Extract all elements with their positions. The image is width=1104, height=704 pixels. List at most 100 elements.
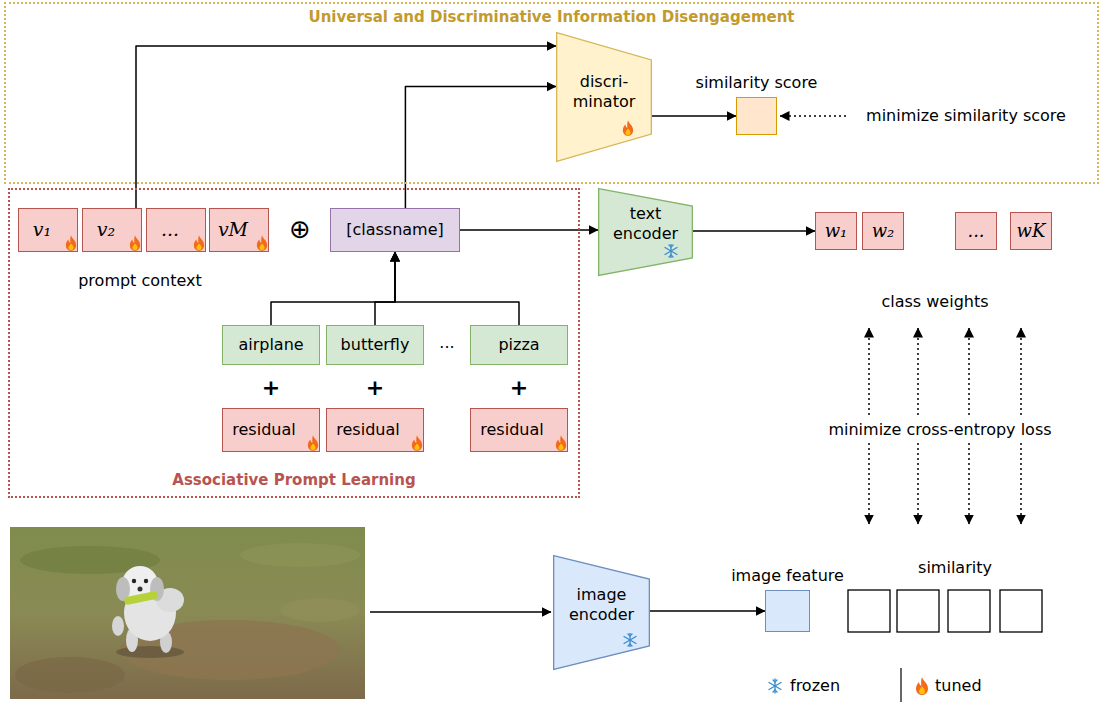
flame-outer xyxy=(623,120,633,135)
connector-arrow xyxy=(460,229,598,231)
trapezoid-shape xyxy=(599,189,693,276)
node-label: ... xyxy=(161,218,179,242)
legend-text: frozen xyxy=(790,676,840,695)
flame-inner xyxy=(132,243,137,250)
snow-arm xyxy=(624,637,636,644)
group-caption: class weights xyxy=(881,292,988,311)
connector-arrow xyxy=(271,252,395,325)
snowflake-strokes xyxy=(624,633,636,647)
frozen-snowflake-icon xyxy=(623,633,637,647)
discriminator-trapezoid: discri- minator xyxy=(556,32,652,162)
snow-tip xyxy=(669,245,673,247)
score-box: similarity score xyxy=(736,97,777,135)
leader-arrow xyxy=(780,115,846,117)
class-name-box: airplane xyxy=(222,325,320,365)
box-heading: image feature xyxy=(731,566,844,586)
concat-symbol: ⊕ xyxy=(289,214,311,245)
node-label: airplane xyxy=(238,335,303,355)
snow-arm xyxy=(624,637,636,644)
flame-outer xyxy=(412,435,422,450)
frozen-snowflake-icon xyxy=(664,244,678,258)
input-arrow xyxy=(370,611,551,613)
flame-inner xyxy=(625,128,630,135)
node-label: residual xyxy=(336,420,399,440)
class-name-box: pizza xyxy=(470,325,568,365)
flame-inner xyxy=(259,243,264,250)
flame-inner xyxy=(196,243,201,250)
flame-outer xyxy=(308,435,318,450)
residual-box: residual xyxy=(326,408,424,452)
node-label: image encoder xyxy=(565,585,639,625)
tuned-flame-icon xyxy=(916,677,928,695)
text-encoder: text encoder xyxy=(598,188,693,276)
node-label: discri- minator xyxy=(567,72,641,112)
input-photo xyxy=(10,527,365,699)
node-label: [classname] xyxy=(346,220,444,240)
class-weight: ... xyxy=(955,212,997,250)
tuned-flame-icon xyxy=(129,235,141,251)
class-weight: w₂ xyxy=(862,212,904,250)
node-label: v₂ xyxy=(97,218,115,242)
snow-tip xyxy=(628,644,632,646)
classname-token: [classname] xyxy=(330,208,460,252)
region-title: Associative Prompt Learning xyxy=(10,471,578,490)
context-token: v₂ xyxy=(82,208,142,252)
snow-arm xyxy=(665,248,677,255)
objective-note: minimize similarity score xyxy=(866,106,1066,125)
plus-sign: + xyxy=(262,375,280,401)
flame-inner xyxy=(310,443,315,450)
flame-inner xyxy=(414,443,419,450)
snow-arm xyxy=(665,248,677,255)
connector-arrow xyxy=(650,610,765,612)
snow-tip xyxy=(628,634,632,636)
image-feature-box: image feature xyxy=(765,590,810,632)
connector-arrow xyxy=(693,230,815,232)
frozen-snowflake-icon xyxy=(769,679,781,693)
node-label: text encoder xyxy=(609,204,683,244)
connector-arrow xyxy=(375,252,395,325)
tuned-flame-icon xyxy=(193,235,205,251)
flame-outer xyxy=(194,235,204,250)
flame-inner xyxy=(558,443,563,450)
flame-outer xyxy=(130,235,140,250)
node-label: w₂ xyxy=(872,220,895,243)
tuned-flame-icon xyxy=(307,435,319,451)
node-label: v₁ xyxy=(33,218,51,242)
node-label: vM xyxy=(218,218,248,242)
module-region: Universal and Discriminative Information… xyxy=(4,2,1099,184)
context-token: v₁ xyxy=(18,208,78,252)
node-label: residual xyxy=(480,420,543,440)
ellipsis: ... xyxy=(439,333,454,352)
node-label: butterfly xyxy=(341,335,410,355)
plus-sign: + xyxy=(366,375,384,401)
tuned-flame-icon xyxy=(411,435,423,451)
group-caption: prompt context xyxy=(78,271,202,290)
box-heading: similarity score xyxy=(696,73,818,93)
residual-box: residual xyxy=(222,408,320,452)
flame-outer xyxy=(257,235,267,250)
context-token: vM xyxy=(209,208,269,252)
tuned-flame-icon xyxy=(256,235,268,251)
flame-outer xyxy=(556,435,566,450)
objective-note: minimize cross-entropy loss xyxy=(823,418,1056,441)
class-weight: wK xyxy=(1010,212,1052,250)
tuned-flame-icon xyxy=(65,235,77,251)
node-label: residual xyxy=(232,420,295,440)
trapezoid-shape xyxy=(557,33,652,162)
legend-separator xyxy=(900,668,901,702)
group-caption: similarity xyxy=(918,558,992,577)
plus-sign: + xyxy=(510,375,528,401)
snowflake-strokes xyxy=(665,244,677,258)
context-token: ... xyxy=(146,208,206,252)
legend-text: tuned xyxy=(935,676,982,695)
trapezoid-shape xyxy=(554,556,650,670)
flame-inner xyxy=(68,243,73,250)
node-label: w₁ xyxy=(825,220,848,243)
class-name-box: butterfly xyxy=(326,325,424,365)
residual-box: residual xyxy=(470,408,568,452)
snow-tip xyxy=(669,255,673,257)
connector-arrow xyxy=(652,115,736,117)
similarity-cells xyxy=(848,590,1042,632)
